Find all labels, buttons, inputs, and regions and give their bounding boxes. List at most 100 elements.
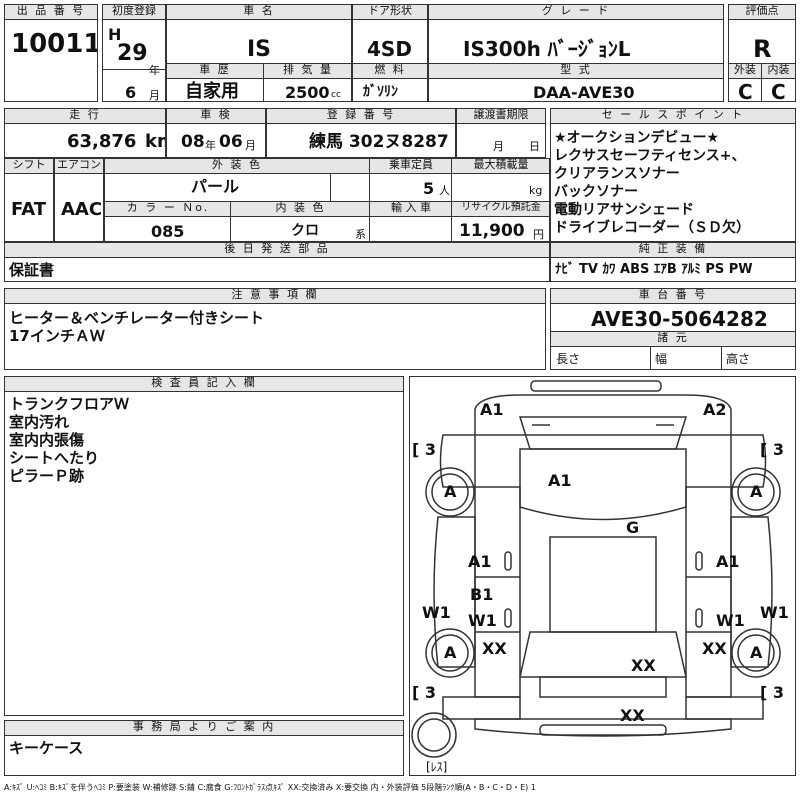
model-label: 型 式 [429, 63, 723, 79]
shift-box: シフト FAT [4, 158, 54, 242]
sales-point-line: レクサスセーフティセンス+、 [554, 148, 746, 164]
recycle-unit: 円 [533, 228, 544, 241]
year-unit: 年 [149, 64, 160, 77]
inspection-box: 車 検 08 年 06 月 [166, 108, 266, 158]
bracket-bottom-left: [ 3 [412, 683, 437, 702]
deadline-month-unit: 月 [493, 140, 504, 153]
era: H [108, 25, 122, 44]
inspection-year: 08 [181, 132, 205, 152]
shift-type: FAT [11, 199, 47, 220]
note-line: 17インチＡＷ [9, 327, 105, 345]
damage-wheel-rl: A [444, 643, 457, 662]
month-unit: 月 [149, 89, 160, 102]
note-line: ヒーター＆ベンチレーター付きシート [9, 309, 265, 327]
later-parts-label: 後 日 発 送 部 品 [5, 243, 549, 258]
chassis-label: 車 台 番 号 [551, 289, 795, 304]
inspector-box: 検 査 員 記 入 欄 トランクフロアＷ 室内汚れ 室内内張傷 シートへたり ピ… [4, 376, 404, 716]
capacity-unit: 人 [439, 184, 450, 197]
width-label: 幅 [655, 352, 668, 366]
damage-side-right: W1 [760, 603, 789, 622]
model-code: DAA-AVE30 [533, 83, 635, 102]
inspector-line: ピラーＰ跡 [9, 467, 85, 485]
equipment-list: ﾅﾋﾞ TV ｶﾜ ABS ｴｱB ｱﾙﾐ PS PW [555, 262, 753, 277]
sales-point-line: 電動リアサンシェード [554, 202, 694, 218]
ac-type: AAC [61, 199, 103, 220]
interior-label: 内装 [761, 63, 795, 79]
mileage: 63,876 [67, 131, 137, 152]
damage-wheel-fr: A [750, 482, 763, 501]
fuel-label: 燃 料 [353, 63, 427, 79]
door-label: ドア形状 [353, 5, 427, 20]
damage-side-left: W1 [422, 603, 451, 622]
int-color-label: 内 装 色 [230, 201, 371, 217]
color-number: 085 [151, 222, 185, 241]
overall-score: R [753, 35, 772, 63]
inspection-month-unit: 月 [245, 139, 256, 152]
damage-front-right: A2 [703, 400, 727, 419]
office-label: 事 務 局 よ り ご 案 内 [5, 721, 403, 736]
color-box: 外 装 色 乗車定員 最大積載量 パール 5 人 kg カ ラ ー Ｎo. 内 … [104, 158, 550, 242]
damage-legend: A:ｷｽﾞ U:ﾍｺﾐ B:ｷｽﾞを伴うﾍｺﾐ P:要塗装 W:補修跡 S:錆 … [4, 783, 536, 792]
displacement: 2500 [285, 83, 330, 102]
damage-door-rl-w: W1 [468, 611, 497, 630]
damage-roof: G [626, 518, 640, 537]
mileage-box: 走 行 63,876 km [4, 108, 166, 158]
damage-rear-bumper: XX [620, 706, 645, 725]
damage-front-left: A1 [480, 400, 504, 419]
displacement-label: 排 気 量 [263, 63, 351, 79]
first-reg-year: 29 [117, 41, 148, 66]
car-name-box: 車 名 IS 車 歴 排 気 量 自家用 2500 cc [166, 4, 352, 102]
damage-diagram: A1 A2 [ 3 [ 3 [ 3 [ 3 A A A A A1 G A1 A1… [409, 376, 796, 776]
ac-box: エアコン AAC [54, 158, 104, 242]
exterior-grade: C [738, 80, 753, 102]
inspector-label: 検 査 員 記 入 欄 [5, 377, 403, 392]
damage-door-rl-b: B1 [470, 585, 494, 604]
shift-label: シフト [5, 159, 53, 174]
lot-number-box: 出 品 番 号 10011 [4, 4, 98, 102]
exterior-label: 外装 [729, 63, 762, 79]
deadline-box: 譲渡書期限 月 日 [456, 108, 546, 158]
deadline-day-unit: 日 [529, 140, 540, 153]
int-color-unit: 系 [355, 228, 366, 241]
inspector-line: トランクフロアＷ [9, 395, 130, 413]
bracket-bottom-right: [ 3 [760, 683, 785, 702]
vehicle-history: 自家用 [185, 81, 239, 102]
interior-grade: C [771, 80, 786, 102]
later-parts: 保証書 [9, 261, 55, 279]
inspector-line: シートへたり [9, 449, 100, 467]
grade-label: グ レ ー ド [429, 5, 723, 20]
damage-door-rr-w: W1 [716, 611, 745, 630]
grade: IS300h ﾊﾞｰｼﾞｮﾝL [463, 37, 631, 61]
sales-point-line: ★オークションデビュー★ [554, 130, 720, 146]
damage-door-fr: A1 [716, 552, 740, 571]
car-name: IS [247, 37, 272, 62]
lot-number-label: 出 品 番 号 [5, 5, 97, 20]
sales-point-line: バックソナー [554, 184, 638, 200]
inspector-line: 室内内張傷 [9, 431, 85, 449]
damage-rear-left: XX [482, 639, 507, 658]
max-load-unit: kg [529, 184, 543, 197]
plate-box: 登 録 番 号 練馬 302ヌ8287 [266, 108, 456, 158]
bracket-top-left: [ 3 [412, 440, 437, 459]
specs-label: 諸 元 [551, 331, 795, 347]
door-type: 4SD [367, 37, 412, 61]
color-no-label: カ ラ ー Ｎo. [105, 201, 232, 217]
import-label: 輸 入 車 [369, 201, 453, 217]
recycle-deposit: 11,900 [459, 221, 525, 241]
first-registration-box: 初度登録 H 29 年 6 月 [102, 4, 166, 102]
damage-wheel-fl: A [444, 482, 457, 501]
length-label: 長さ [556, 352, 581, 366]
mileage-unit: km [145, 131, 165, 152]
sales-points-box: セ ー ル ス ポ イ ン ト ★オークションデビュー★ レクサスセーフティセン… [550, 108, 796, 242]
ext-color-label: 外 装 色 [105, 159, 370, 174]
damage-hood: A1 [548, 471, 572, 490]
notes-label: 注 意 事 項 欄 [5, 289, 545, 304]
spare-tire-label: [ﾚｽ] [426, 760, 448, 774]
chassis-box: 車 台 番 号 AVE30-5064282 諸 元 長さ 幅 高さ [550, 288, 796, 370]
score-box: 評価点 R 外装 内装 C C [728, 4, 796, 102]
later-parts-box: 後 日 発 送 部 品 保証書 [4, 242, 550, 282]
damage-wheel-rr: A [750, 643, 763, 662]
sales-points-label: セ ー ル ス ポ イ ン ト [551, 109, 795, 124]
score-label: 評価点 [729, 5, 795, 20]
